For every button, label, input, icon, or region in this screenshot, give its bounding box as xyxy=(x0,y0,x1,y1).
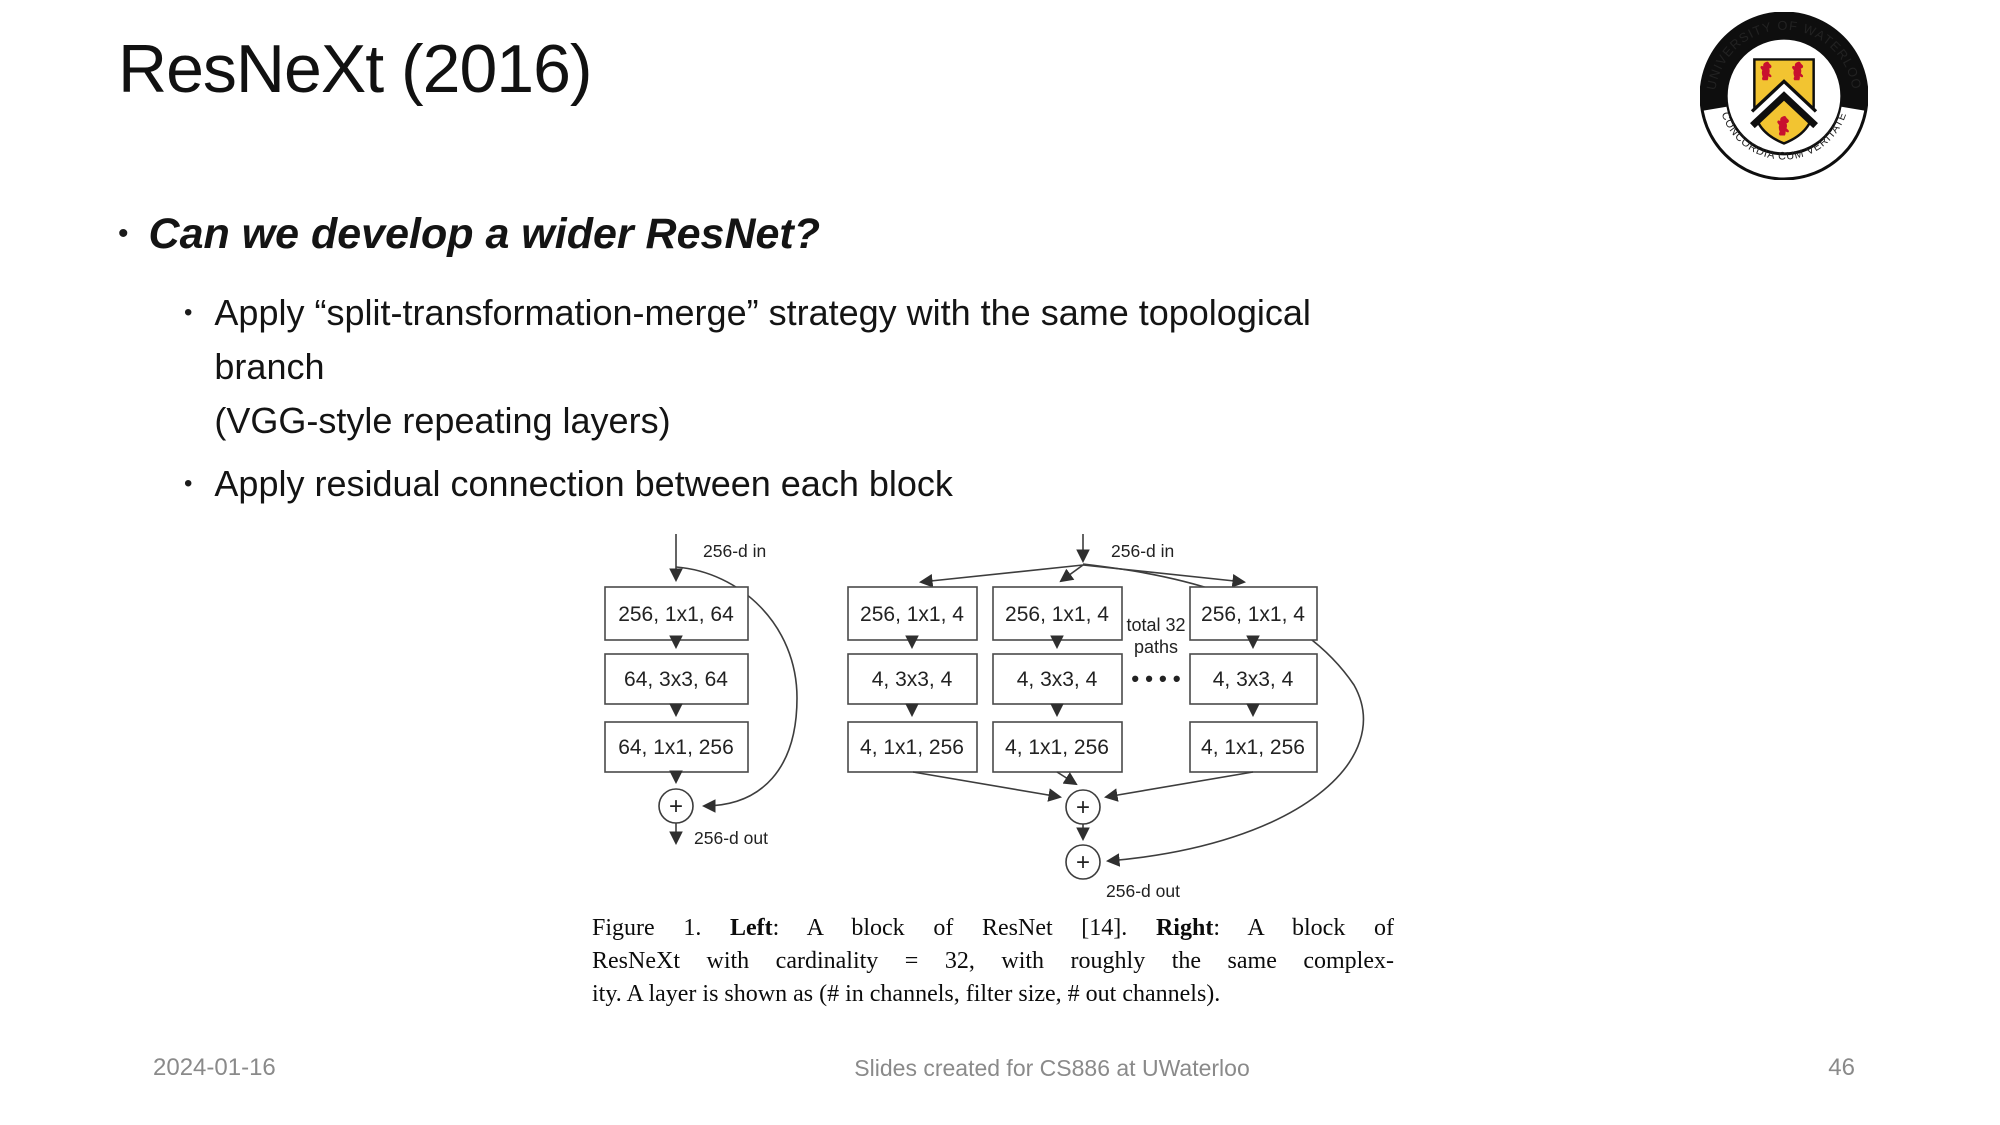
plus-sign: + xyxy=(1076,849,1090,876)
ellipsis-dots: • • • • xyxy=(1131,666,1180,691)
caption-line-1: Figure 1. Left: A block of ResNet [14]. … xyxy=(592,915,1394,941)
sub-bullet-2-text: Apply residual connection between each b… xyxy=(214,463,953,504)
slide-footer: 2024-01-16 Slides created for CS886 at U… xyxy=(0,1052,2000,1084)
sub-bullet-1-text: Apply “split-transformation-merge” strat… xyxy=(214,286,1394,448)
resnet-block xyxy=(604,534,798,846)
resnet-skip-connection xyxy=(675,566,798,813)
uwaterloo-logo: UNIVERSITY OF WATERLOO CONCORDIA CUM VER… xyxy=(1700,12,1868,180)
sub-bullet-2: • Apply residual connection between each… xyxy=(184,457,1458,511)
resnet-input-label: 256-d in xyxy=(703,541,766,561)
resnext-p1-box-2: 4, 3x3, 4 xyxy=(872,668,953,691)
bullet-list: • Can we develop a wider ResNet? • Apply… xyxy=(118,208,1458,520)
footer-date: 2024-01-16 xyxy=(153,1054,276,1081)
resnext-p2-box-2: 4, 3x3, 4 xyxy=(1017,668,1098,691)
resnet-vs-resnext-diagram: 256-d in 256, 1x1, 64 64, 3x3, 64 64, 1x… xyxy=(604,534,1365,901)
resnext-p2-box-3: 4, 1x1, 256 xyxy=(1005,736,1109,759)
slide-title: ResNeXt (2016) xyxy=(118,31,593,107)
logo-motto-band xyxy=(1701,106,1867,180)
resnet-box-1: 256, 1x1, 64 xyxy=(618,603,734,626)
resnext-skip-connection xyxy=(1082,563,1365,867)
logo-shield xyxy=(1749,58,1819,145)
sub-bullet-1-line2: (VGG-style repeating layers) xyxy=(214,400,671,441)
resnet-box-2: 64, 3x3, 64 xyxy=(624,668,728,691)
resnext-sum-node-2 xyxy=(1065,844,1101,880)
resnet-box-3: 64, 1x1, 256 xyxy=(618,736,734,759)
sub-bullet-1-line1: Apply “split-transformation-merge” strat… xyxy=(214,292,1311,387)
resnext-input-label: 256-d in xyxy=(1111,541,1174,561)
resnext-output-label: 256-d out xyxy=(1106,881,1180,901)
total-paths-note-line2: paths xyxy=(1134,637,1178,657)
resnext-p1-box-3: 4, 1x1, 256 xyxy=(860,736,964,759)
bullet-dot: • xyxy=(184,299,193,326)
footer-course-note: Slides created for CS886 at UWaterloo xyxy=(854,1054,1250,1081)
resnext-p1-box-1: 256, 1x1, 4 xyxy=(860,603,964,626)
main-bullet-text: Can we develop a wider ResNet? xyxy=(148,210,820,258)
resnext-p2-box-1: 256, 1x1, 4 xyxy=(1005,603,1109,626)
plus-sign: + xyxy=(669,793,683,820)
figure-caption: Figure 1. Left: A block of ResNet [14]. … xyxy=(592,912,1394,1011)
footer-page-number: 46 xyxy=(1828,1054,1855,1081)
resnext-p32-box-1: 256, 1x1, 4 xyxy=(1201,603,1305,626)
caption-line-2: ResNeXt with cardinality = 32, with roug… xyxy=(592,948,1394,974)
main-bullet: • Can we develop a wider ResNet? xyxy=(118,208,1458,260)
plus-sign: + xyxy=(1076,794,1090,821)
resnext-block xyxy=(847,534,1365,880)
bullet-dot: • xyxy=(118,217,129,250)
sub-bullet-1: • Apply “split-transformation-merge” str… xyxy=(184,286,1458,448)
caption-line-3: ity. A layer is shown as (# in channels,… xyxy=(592,981,1221,1007)
bullet-dot: • xyxy=(184,470,193,497)
sub-bullet-list: • Apply “split-transformation-merge” str… xyxy=(184,286,1458,511)
resnext-p32-box-2: 4, 3x3, 4 xyxy=(1213,668,1294,691)
total-paths-note-line1: total 32 xyxy=(1126,615,1185,635)
resnext-p32-box-3: 4, 1x1, 256 xyxy=(1201,736,1305,759)
resnet-output-label: 256-d out xyxy=(694,828,768,848)
